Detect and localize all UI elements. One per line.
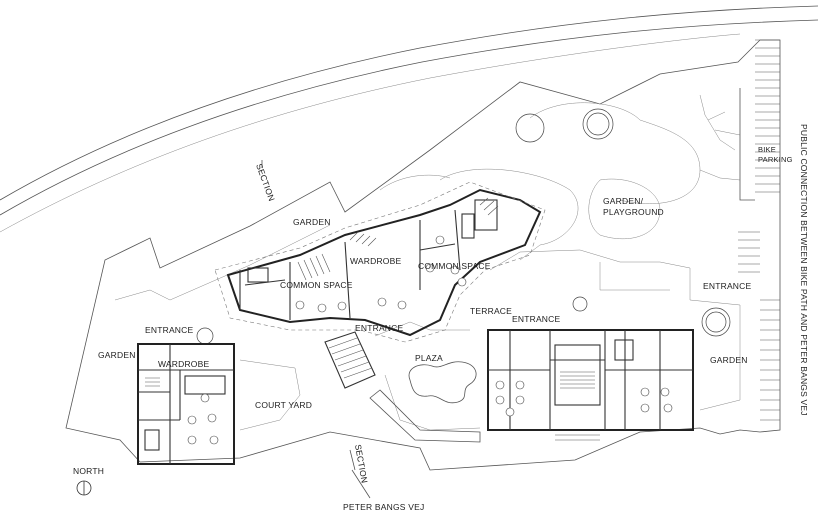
label-entrance-left: ENTRANCE [145,325,193,335]
section-markers [261,160,371,499]
label-entrance-right: ENTRANCE [512,314,560,324]
ramp [369,389,481,443]
table-icon [187,393,219,445]
north-arrow-icon [76,480,92,496]
label-street: PETER BANGS VEJ [343,502,424,512]
central-stair [324,331,376,389]
label-north: NORTH [73,466,104,476]
label-section-top: SECTION [254,162,277,202]
label-garden-north: GARDEN [293,217,331,227]
label-wardrobe-center: WARDROBE [350,256,401,266]
left-building [137,343,235,465]
label-terrace: TERRACE [470,306,512,316]
label-common-space-left: COMMON SPACE [280,280,353,290]
label-bike-parking-2: PARKING [758,155,793,164]
site-boundary [65,39,781,471]
label-wardrobe-left: WARDROBE [158,359,209,369]
label-bike-parking-1: BIKE [758,145,776,154]
table-icon [495,380,673,417]
label-public-connection: PUBLIC CONNECTION BETWEEN BIKE PATH AND … [799,124,809,416]
label-common-space-right: COMMON SPACE [418,261,491,271]
right-building [487,329,694,441]
central-building [214,181,546,343]
bike-path [0,5,818,233]
bike-parking-hatch [738,39,780,421]
label-garden-east: GARDEN [710,355,748,365]
table-icon [295,235,467,313]
labels: GARDEN GARDEN GARDEN SECTION SECTION WAR… [73,124,809,512]
label-plaza: PLAZA [415,353,443,363]
tree-icon [196,108,731,345]
label-section-bottom: SECTION [353,444,370,484]
label-garden-west: GARDEN [98,350,136,360]
label-garden-playground-2: PLAYGROUND [603,207,664,217]
label-entrance-east: ENTRANCE [703,281,751,291]
label-court-yard: COURT YARD [255,400,312,410]
label-garden-playground-1: GARDEN/ [603,196,644,206]
label-entrance-center: ENTRANCE [355,323,403,333]
